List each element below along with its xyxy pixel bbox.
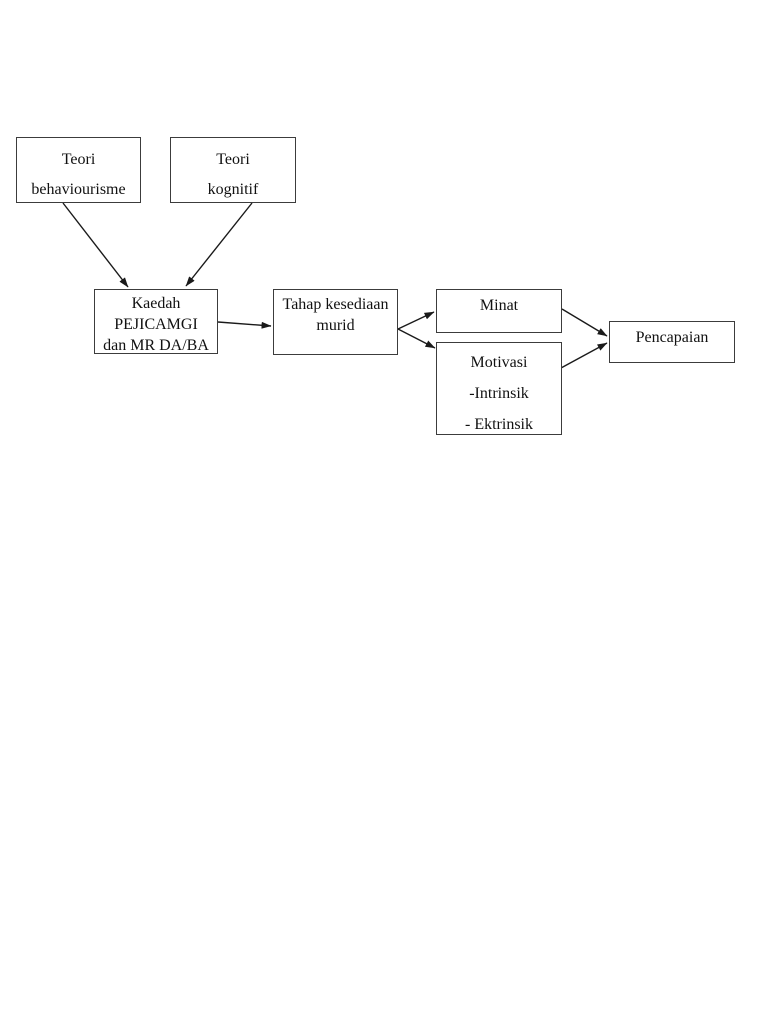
node-label: Teori	[61, 151, 96, 168]
node-label: murid	[316, 317, 355, 334]
node-label: Motivasi	[470, 354, 528, 371]
node-label: kognitif	[207, 181, 259, 198]
node-teori-kognitif: Teori kognitif	[170, 137, 296, 203]
node-label: -Intrinsik	[469, 385, 529, 402]
node-label: - Ektrinsik	[465, 416, 533, 433]
node-label: Minat	[479, 297, 519, 314]
node-tahap-kesediaan-murid: Tahap kesediaan murid	[273, 289, 398, 355]
edge-tahap-kesediaan-to-motivasi	[397, 328, 436, 349]
edge-motivasi-to-pencapaian	[560, 342, 608, 369]
node-label: Kaedah	[131, 295, 181, 312]
edge-tahap-kesediaan-to-minat	[397, 311, 435, 330]
edge-teori-kognitif-to-kaedah	[185, 202, 253, 287]
edge-teori-behaviourisme-to-kaedah	[62, 202, 129, 288]
node-label: Tahap kesediaan	[282, 296, 389, 313]
node-motivasi: Motivasi -Intrinsik - Ektrinsik	[436, 342, 562, 435]
node-kaedah-pejicamgi: Kaedah PEJICAMGI dan MR DA/BA	[94, 289, 218, 354]
node-teori-behaviourisme: Teori behaviourisme	[16, 137, 141, 203]
node-label: PEJICAMGI	[114, 316, 198, 333]
node-label: dan MR DA/BA	[103, 337, 209, 354]
node-pencapaian: Pencapaian	[609, 321, 735, 363]
node-label: Pencapaian	[635, 329, 709, 346]
edge-kaedah-to-tahap-kesediaan	[217, 321, 272, 329]
node-label: behaviourisme	[31, 181, 126, 198]
node-minat: Minat	[436, 289, 562, 333]
edge-minat-to-pencapaian	[561, 308, 608, 337]
node-label: Teori	[216, 151, 250, 168]
